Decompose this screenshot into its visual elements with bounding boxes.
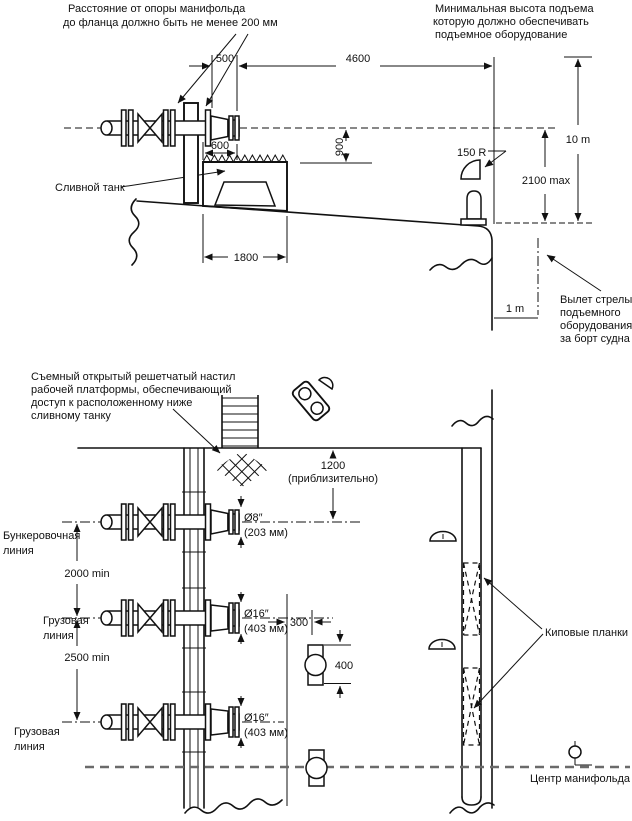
note-grating-line4: сливному танку <box>31 410 111 422</box>
tank-grating-sawtooth <box>202 153 288 164</box>
deck-line <box>136 200 493 331</box>
kip-plank-dashed-1 <box>462 562 481 636</box>
quarter-round-fender <box>460 159 481 180</box>
label-bunkering-line-2: линия <box>3 545 34 557</box>
note-grating-line1: Съемный открытый решетчатый настил <box>31 371 235 383</box>
front-view-diagram: Съемный открытый решетчатый настил рабоч… <box>3 371 631 814</box>
label-kip-planks: Киповые планки <box>545 627 628 639</box>
roller-fitting-1 <box>304 644 327 686</box>
dim-2000-min: 2000 min <box>64 568 109 580</box>
note-hoist-line3: подъемное оборудование <box>435 29 567 41</box>
centerline-symbol <box>568 741 592 766</box>
dome-fitting-1 <box>429 530 457 542</box>
dim-2100-max: 2100 max <box>522 175 571 187</box>
dim-300: 300 <box>290 617 308 629</box>
sea-break-line <box>429 257 493 271</box>
note-support-line2: до фланца должно быть не менее 200 мм <box>63 17 278 29</box>
grating-leader <box>172 408 221 454</box>
dim-1200: 1200 <box>321 460 345 472</box>
manifold-support-column-front <box>183 447 205 809</box>
note-support-line1: Расстояние от опоры манифольда <box>68 3 246 15</box>
slop-tank <box>202 153 288 213</box>
note-boom-line3: оборудования <box>560 320 632 332</box>
note-grating-line2: рабочей платформы, обеспечивающий <box>31 384 232 396</box>
dia-cargo2-mm: (403 мм) <box>244 727 288 739</box>
dia-bunkering: Ø8″ <box>244 512 263 524</box>
dim-1800: 1800 <box>234 252 258 264</box>
dim-1m: 1 m <box>506 303 524 315</box>
kip-leader-2 <box>473 633 544 709</box>
dim-2500-min: 2500 min <box>64 652 109 664</box>
label-slop-tank: Сливной танк <box>55 182 125 194</box>
note-hoist-line1: Минимальная высота подъема <box>435 3 594 15</box>
hull-break-left <box>128 198 140 266</box>
manifold-pipe-side-view <box>100 102 240 204</box>
valve-icon <box>137 505 151 539</box>
note-grating-line3: доступ к расположенному ниже <box>31 397 192 409</box>
label-cargo-line2-2: линия <box>14 741 45 753</box>
label-cargo-line1-1: Грузовая <box>43 615 89 627</box>
note-boom-line1: Вылет стрелы <box>560 294 632 306</box>
column-break-bottom <box>184 798 283 814</box>
manifold-pipe-bunkering <box>100 491 245 553</box>
top-view-diagram: Расстояние от опоры манифольда до фланца… <box>55 3 632 345</box>
dome-fitting-2 <box>428 638 456 650</box>
dim-4600: 4600 <box>346 53 370 65</box>
roller-fitting-2 <box>305 749 328 787</box>
flange <box>120 109 127 147</box>
note-boom-line4: за борт судна <box>560 333 631 345</box>
dim-10m: 10 m <box>566 134 590 146</box>
note-hoist-line2: которую должно обеспечивать <box>433 16 589 28</box>
dim-400: 400 <box>335 660 353 672</box>
dia-bunkering-mm: (203 мм) <box>244 527 288 539</box>
vent-head <box>460 190 487 226</box>
label-cargo-line1-2: линия <box>43 630 74 642</box>
bulwark <box>461 447 482 806</box>
pulley-block-icon <box>291 376 334 422</box>
label-bunkering-line-1: Бункеровочная <box>3 530 80 542</box>
shell-break-top <box>451 415 494 427</box>
dim-150r: 150 R <box>457 147 486 159</box>
ladder-icon <box>221 395 259 448</box>
dia-cargo1-mm: (403 мм) <box>244 623 288 635</box>
dim-600: 600 <box>211 140 229 152</box>
dia-cargo2: Ø16″ <box>244 712 269 724</box>
label-manifold-center: Центр манифольда <box>530 773 631 785</box>
manifold-pipe-cargo-2 <box>101 692 241 752</box>
note-boom-line2: подъемного <box>560 307 621 319</box>
label-cargo-line2-1: Грузовая <box>14 726 60 738</box>
dim-1200-note: (приблизительно) <box>288 473 378 485</box>
dim-500: 500 <box>216 53 234 65</box>
kip-leader-1 <box>483 577 543 630</box>
dim-900: 900 <box>334 138 346 156</box>
slop-tank-leader <box>120 168 226 188</box>
manifold-support-column <box>183 102 199 204</box>
valve-icon <box>137 111 151 145</box>
boom-note-leader <box>546 254 602 292</box>
r150-leader <box>484 150 507 168</box>
shell-break-bottom <box>449 802 495 814</box>
support-note-leader-2 <box>205 33 249 107</box>
grating-hatch <box>215 451 269 487</box>
kip-plank-dashed-2 <box>462 667 481 746</box>
manifold-pipe-cargo-1 <box>101 588 241 648</box>
dia-cargo1: Ø16″ <box>244 608 269 620</box>
